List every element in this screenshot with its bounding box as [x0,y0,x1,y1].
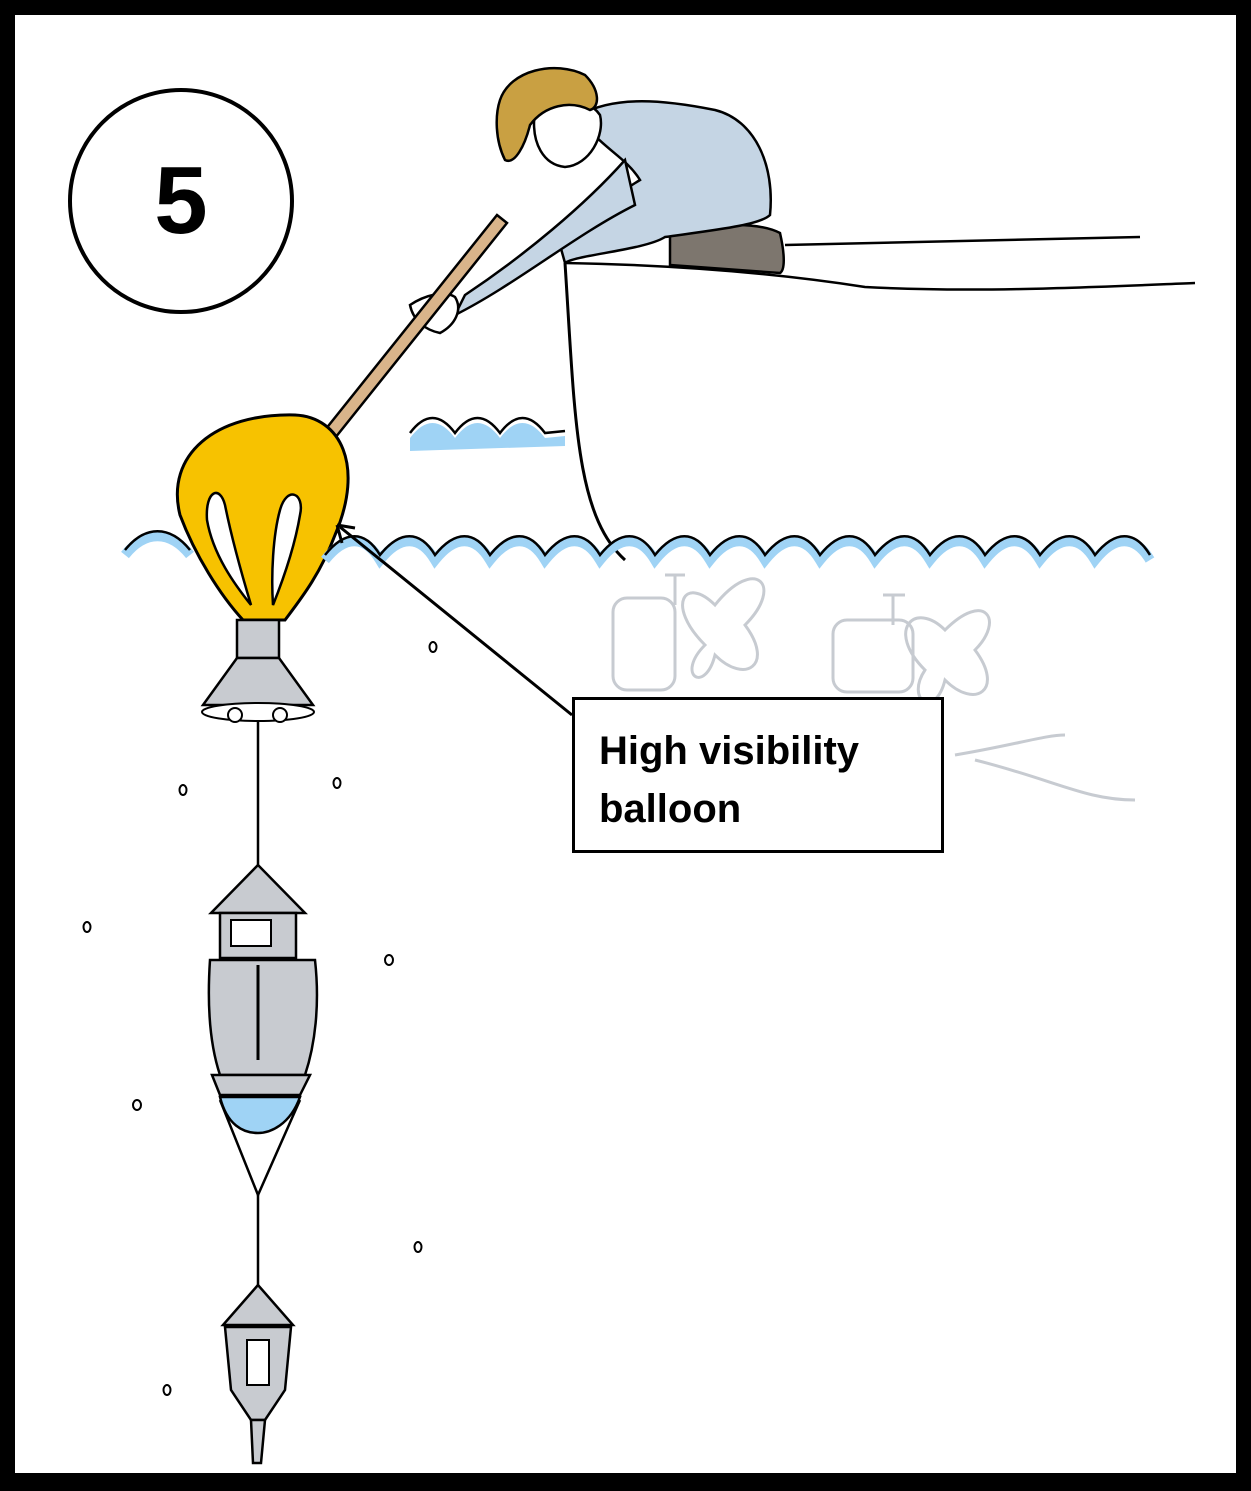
step-number: 5 [154,147,208,254]
illustration-frame: 5 High visibility balloon [15,15,1236,1473]
crew-member [408,66,785,335]
water-bubbles [82,641,438,1396]
boat-hull [563,235,1196,562]
high-visibility-balloon [175,413,350,622]
water-surface-front [121,530,1155,569]
scene-illustration [82,66,1196,1465]
step-number-badge: 5 [68,88,294,314]
water-surface-back [409,416,566,451]
balloon-callout-label: High visibility balloon [599,729,860,831]
instrument-string [200,618,319,1465]
balloon-callout: High visibility balloon [572,697,944,853]
callout-leader-arrow [335,523,573,717]
